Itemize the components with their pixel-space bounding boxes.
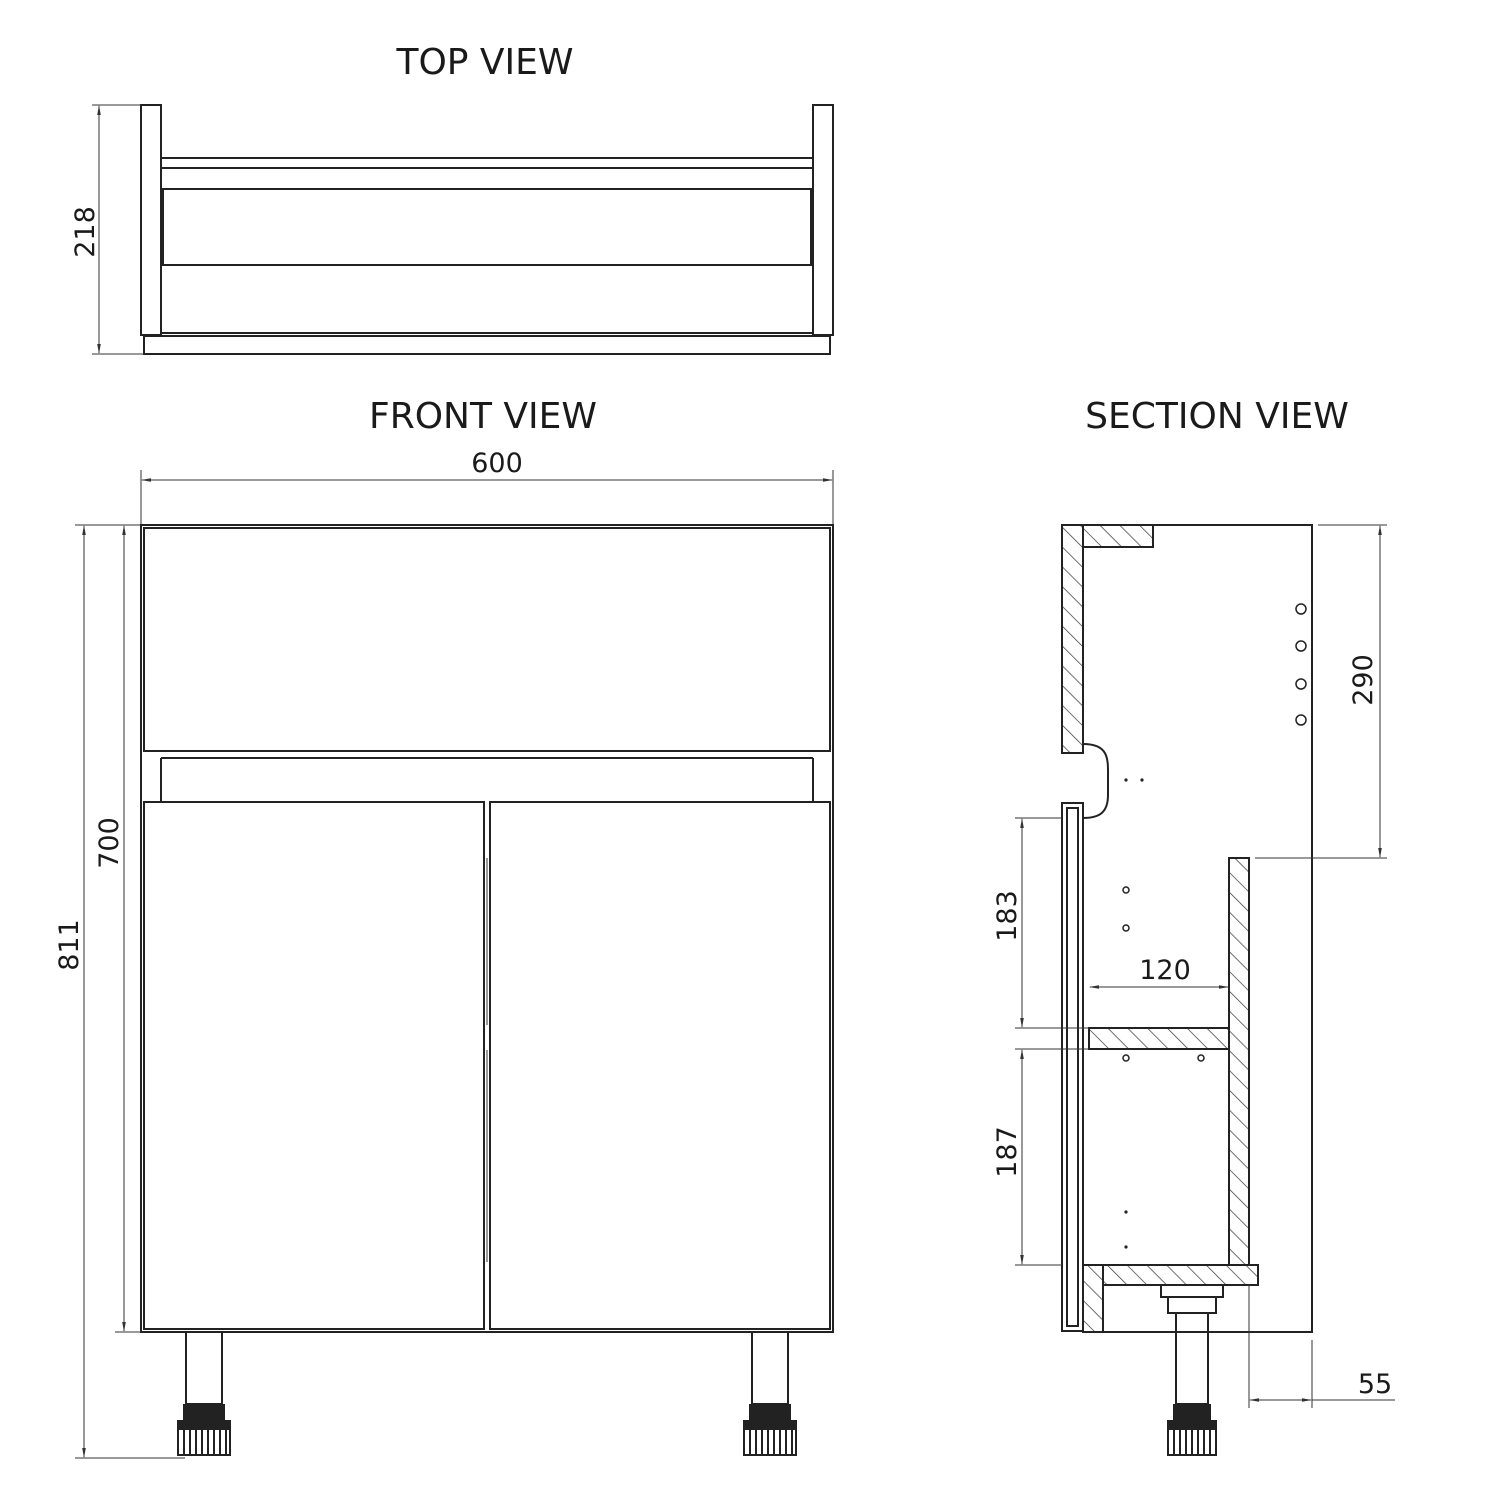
section-bottom-panel [1102, 1264, 1259, 1286]
front-drawer-panel [143, 527, 831, 752]
section-shelf-pin-holes [1122, 603, 1307, 1062]
dimension-label-183: 183 [992, 890, 1023, 942]
dimension-label-187: 187 [992, 1126, 1023, 1178]
front-view-title: FRONT VIEW [369, 396, 597, 437]
front-carcass [140, 524, 834, 1333]
dimension-label-700: 700 [94, 817, 125, 869]
dimension-label-120: 120 [1139, 955, 1191, 986]
dimension-label-218: 218 [70, 206, 101, 258]
top-view: TOP VIEW 218 [70, 42, 834, 355]
top-right-side-panel [812, 104, 834, 336]
section-back-panel [1228, 857, 1250, 1266]
top-door-front [143, 335, 831, 355]
section-door [1061, 802, 1084, 1332]
front-left-door [143, 801, 485, 1330]
section-side-panel [1083, 524, 1313, 1333]
section-handle-recess [1082, 743, 1110, 819]
top-left-side-panel [140, 104, 162, 336]
front-right-leg [743, 1331, 797, 1456]
section-view: SECTION VIEW [992, 396, 1395, 1456]
dimension-label-600: 600 [471, 448, 523, 479]
section-shelf [1088, 1027, 1230, 1050]
section-drawer-front [1061, 524, 1084, 754]
section-top-rail [1082, 524, 1154, 548]
section-plinth [1082, 1264, 1104, 1333]
dimension-label-290: 290 [1348, 654, 1379, 706]
section-view-title: SECTION VIEW [1085, 396, 1349, 437]
top-view-title: TOP VIEW [395, 42, 573, 83]
dimension-label-811: 811 [54, 919, 85, 971]
top-drawer-box [162, 188, 812, 266]
front-view: FRONT VIEW 600 [54, 396, 834, 1459]
front-right-door [489, 801, 831, 1330]
section-leg [1160, 1284, 1224, 1456]
dimension-label-55: 55 [1358, 1369, 1392, 1400]
front-left-leg [177, 1331, 231, 1456]
